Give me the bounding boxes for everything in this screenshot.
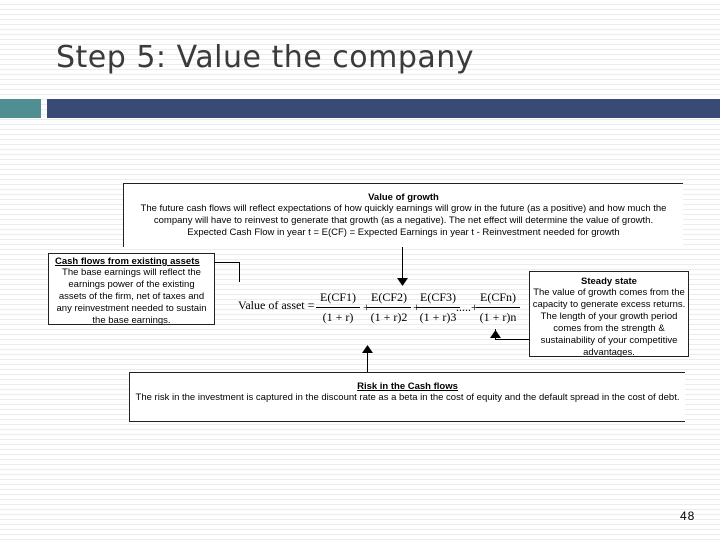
steady-state-box: Steady state The value of growth comes f… [529, 271, 689, 358]
assets-connector-drop [239, 262, 240, 282]
term-cf3-numerator: E(CF3) [416, 290, 460, 308]
risk-in-cash-flows-box: Risk in the Cash flows The risk in the i… [129, 372, 685, 422]
growth-connector-line [402, 247, 403, 280]
steady-connector-line [495, 339, 529, 340]
cash-flows-existing-assets-body: The base earnings will reflect the earni… [56, 267, 207, 326]
term-cf2-denominator: (1 + r)2 [370, 310, 408, 324]
cash-flows-existing-assets-box: Cash flows from existing assets The base… [48, 253, 215, 326]
cash-flows-existing-assets-heading: Cash flows from existing assets [55, 256, 200, 267]
equation-label: Value of asset = [238, 298, 315, 312]
term-cfn: E(CFn) (1 + r)n [476, 290, 520, 325]
arrow-up-icon [490, 330, 501, 338]
term-cf1-numerator: E(CF1) [316, 290, 360, 308]
risk-heading: Risk in the Cash flows [357, 381, 458, 392]
term-cf3: E(CF3) (1 + r)3 [416, 290, 460, 325]
value-of-growth-heading: Value of growth [368, 192, 439, 203]
ellipsis-plus: .....+ [456, 300, 478, 314]
term-cf2: E(CF2) (1 + r)2 [367, 290, 411, 325]
title-underline-bar [47, 99, 720, 118]
assets-connector-line [215, 262, 239, 263]
risk-body: The risk in the investment is captured i… [135, 392, 680, 403]
arrow-down-icon [397, 278, 408, 286]
plus-sign: + [363, 300, 370, 314]
term-cfn-numerator: E(CFn) [476, 290, 520, 308]
term-cf1: E(CF1) (1 + r) [316, 290, 360, 325]
term-cfn-denominator: (1 + r)n [479, 310, 517, 324]
page-title: Step 5: Value the company [56, 40, 475, 75]
term-cf3-denominator: (1 + r)3 [419, 310, 457, 324]
risk-connector-line [367, 352, 368, 372]
value-of-growth-body: The future cash flows will reflect expec… [140, 203, 667, 226]
expected-cash-flow-line: Expected Cash Flow in year t = E(CF) = E… [187, 227, 620, 238]
steady-state-body: The value of growth comes from the capac… [532, 287, 686, 358]
steady-state-heading: Steady state [581, 276, 637, 287]
value-of-growth-box: Value of growth The future cash flows wi… [123, 183, 683, 247]
valuation-equation: Value of asset = E(CF1) (1 + r) + E(CF2)… [236, 284, 526, 330]
arrow-up-icon [362, 345, 373, 353]
term-cf1-denominator: (1 + r) [322, 310, 354, 324]
title-accent-bar [0, 99, 41, 118]
term-cf2-numerator: E(CF2) [367, 290, 411, 308]
page-number: 48 [680, 509, 696, 523]
